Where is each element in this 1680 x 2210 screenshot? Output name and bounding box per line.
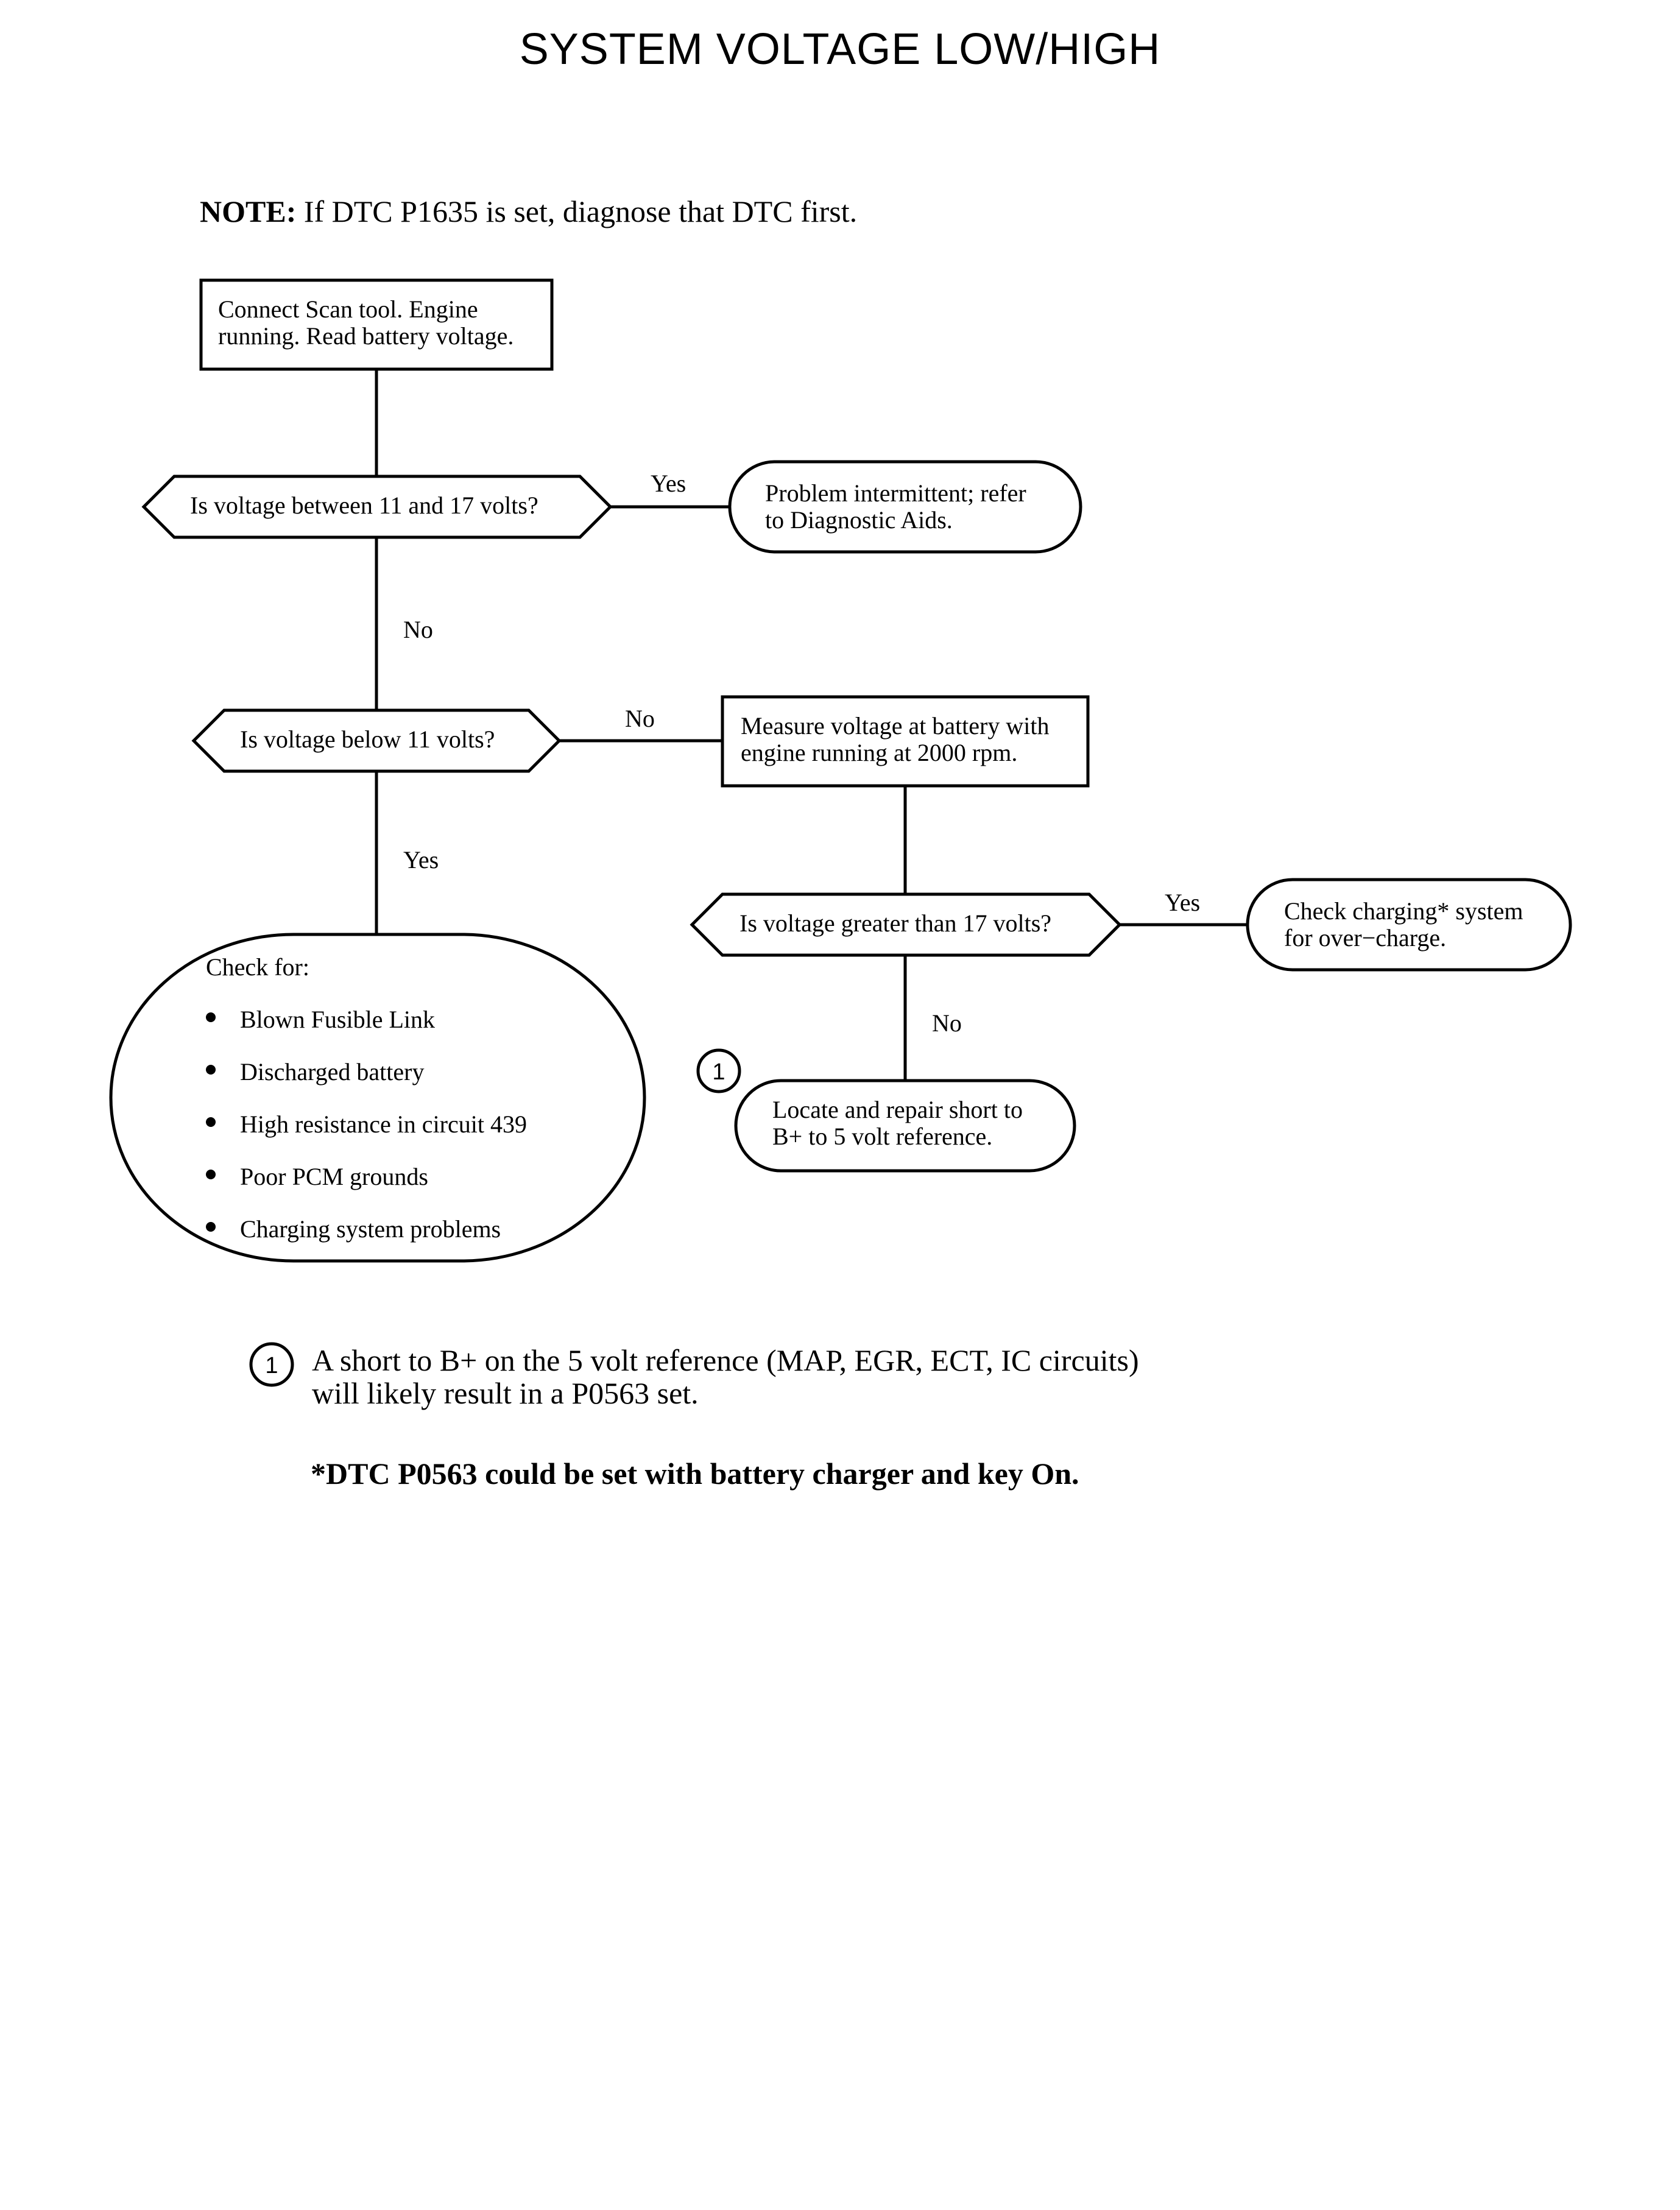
decision-q2-text: Is voltage below 11 volts? [240,725,495,753]
measure-box [721,695,1090,788]
bullet-icon [206,1222,216,1232]
start-box [199,278,554,371]
page-title: SYSTEM VOLTAGE LOW/HIGH [519,25,1161,74]
footnote-line-1: A short to B+ on the 5 volt reference (M… [312,1343,1139,1377]
start-line-2: running. Read battery voltage. [218,322,514,350]
result-r4-box [734,1079,1076,1173]
decision-q1-text: Is voltage between 11 and 17 volts? [190,492,538,519]
final-note: *DTC P0563 could be set with battery cha… [311,1456,1079,1491]
result-r3-text: Check charging* system for over−charge. [1284,898,1523,951]
marker-number: 1 [712,1059,725,1085]
bullet-icon [206,1065,216,1075]
check-for-heading: Check for: [206,953,309,981]
measure-line-2: engine running at 2000 rpm. [741,739,1018,766]
list-item: Charging system problems [206,1216,527,1268]
list-item: Blown Fusible Link [206,1006,527,1059]
edge-label-q3-no: No [932,1009,962,1037]
edge-label-q3-yes: Yes [1165,889,1201,916]
start-line-1: Connect Scan tool. Engine [218,295,478,323]
note-label: NOTE: [200,194,297,228]
measure-line-1: Measure voltage at battery with [741,712,1050,740]
list-item: High resistance in circuit 439 [206,1111,527,1163]
result-r4-text: Locate and repair short to B+ to 5 volt … [772,1096,1023,1150]
bullet-icon [206,1170,216,1179]
edge-label-q2-yes: Yes [403,846,439,874]
r4-line-1: Locate and repair short to [772,1096,1023,1123]
list-item: Poor PCM grounds [206,1163,527,1216]
result-r3-box [1246,878,1572,972]
result-r1-box [728,460,1082,554]
footnote-marker-circle [249,1342,294,1387]
r1-line-1: Problem intermittent; refer [765,479,1026,507]
decision-q3 [690,892,1122,957]
measure-box-text: Measure voltage at battery with engine r… [741,713,1049,766]
footnote-marker-number: 1 [265,1353,278,1379]
footnote-line-2: will likely result in a P0563 set. [312,1376,699,1410]
start-box-text: Connect Scan tool. Engine running. Read … [218,296,514,350]
r3-line-2: for over−charge. [1284,924,1447,951]
r3-line-1: Check charging* system [1284,897,1523,925]
note: NOTE: If DTC P1635 is set, diagnose that… [200,194,857,229]
note-text: If DTC P1635 is set, diagnose that DTC f… [303,194,858,228]
check-for-list: Blown Fusible Link Discharged battery Hi… [206,1006,527,1268]
decision-q3-text: Is voltage greater than 17 volts? [739,909,1052,937]
r4-line-2: B+ to 5 volt reference. [772,1123,993,1150]
decision-q1 [141,475,613,539]
footnote: A short to B+ on the 5 volt reference (M… [312,1344,1139,1410]
edge-label-q2-no: No [625,705,655,732]
bullet-icon [206,1012,216,1022]
result-r1-text: Problem intermittent; refer to Diagnosti… [765,480,1026,534]
list-item: Discharged battery [206,1059,527,1111]
marker-circle [696,1048,741,1093]
bullet-icon [206,1117,216,1127]
decision-q2 [191,708,562,773]
check-for-box [109,933,646,1263]
edge-label-q1-no: No [403,616,433,643]
edge-label-q1-yes: Yes [651,470,686,497]
r1-line-2: to Diagnostic Aids. [765,506,953,534]
